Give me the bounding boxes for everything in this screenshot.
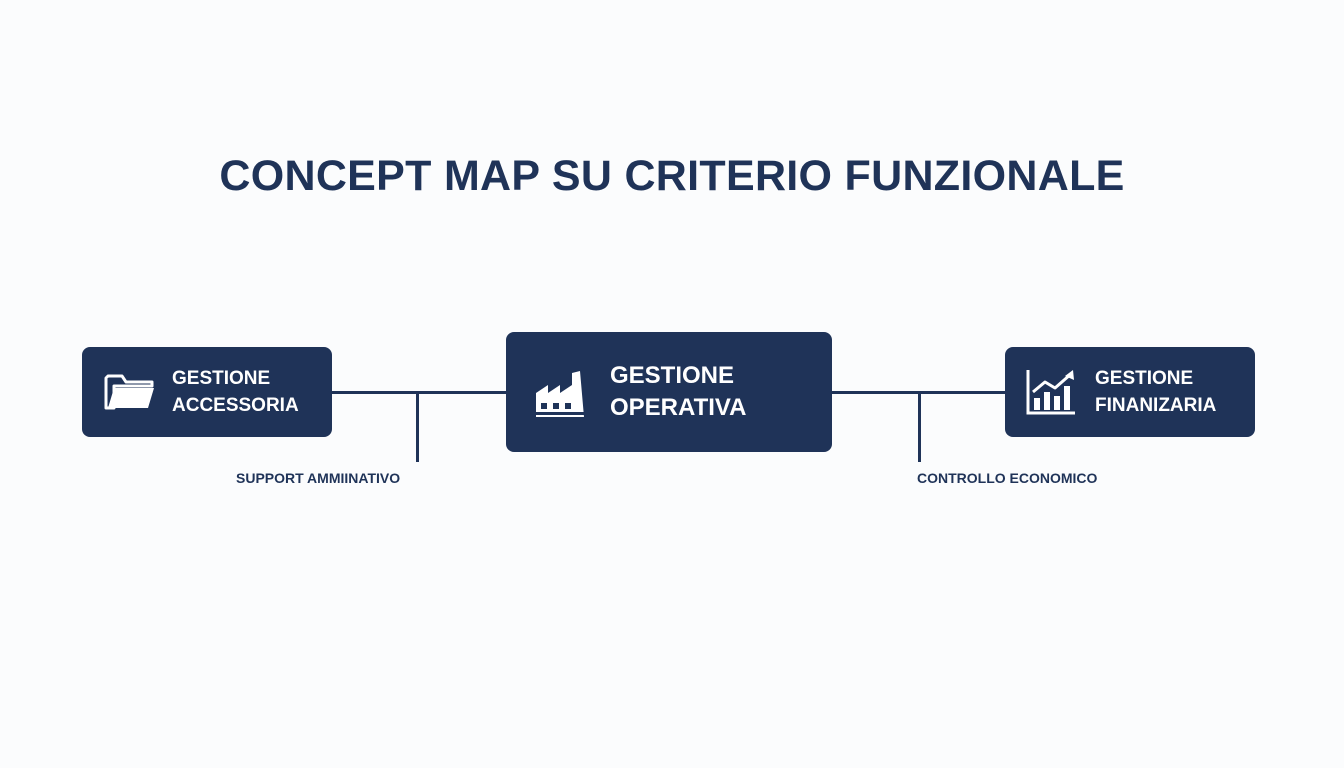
- node-label-line1: GESTIONE: [172, 368, 271, 389]
- node-label-line2: OPERATIVA: [610, 394, 747, 421]
- connector-left-drop: [416, 391, 419, 462]
- node-gestione-finanziaria[interactable]: GESTIONE FINANIZARIA: [1005, 347, 1255, 437]
- folder-icon: [104, 372, 156, 412]
- node-label: GESTIONE FINANIZARIA: [1095, 365, 1216, 419]
- node-label-line2: FINANIZARIA: [1095, 395, 1217, 416]
- node-gestione-operativa[interactable]: GESTIONE OPERATIVA: [506, 332, 832, 452]
- factory-icon: [534, 365, 588, 419]
- connector-left-horizontal: [330, 391, 508, 394]
- edge-label-right: CONTROLLO ECONOMICO: [917, 470, 1098, 486]
- node-gestione-accessoria[interactable]: GESTIONE ACCESSORIA: [82, 347, 332, 437]
- node-label: GESTIONE ACCESSORIA: [172, 365, 299, 419]
- connector-right-drop: [918, 391, 921, 462]
- node-label-line1: GESTIONE: [1095, 368, 1194, 389]
- node-label-line2: ACCESSORIA: [172, 395, 299, 416]
- bar-chart-trend-icon: [1025, 368, 1077, 416]
- node-label: GESTIONE OPERATIVA: [610, 360, 746, 424]
- node-label-line1: GESTIONE: [610, 362, 735, 389]
- page-title: CONCEPT MAP SU CRITERIO FUNZIONALE: [219, 152, 1125, 200]
- edge-label-left: SUPPORT AMMIINATIVO: [236, 470, 401, 486]
